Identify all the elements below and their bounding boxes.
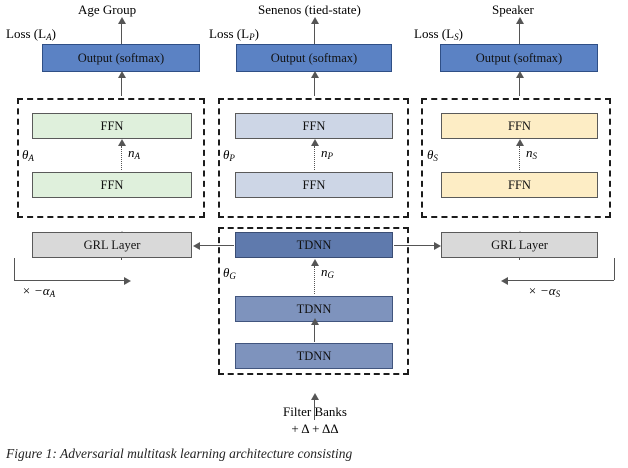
label-speaker: Speaker <box>492 2 534 17</box>
age-n-subscript: A <box>134 151 141 161</box>
encoder-n-subscript: G <box>327 270 335 280</box>
loss-age-subscript: A <box>46 32 52 42</box>
arrow-age-ffn-to-output <box>117 71 126 96</box>
speaker-output-softmax-box: Output (softmax) <box>440 44 598 72</box>
speaker-alpha-path-vertical <box>614 258 615 280</box>
encoder-theta-label: θG <box>223 265 236 281</box>
age-theta-subscript: A <box>28 153 34 163</box>
tdnn-top-box: TDNN <box>235 232 393 258</box>
loss-speaker-close: ) <box>458 26 463 41</box>
encoder-theta-symbol: θ <box>223 265 230 280</box>
tdnn-bottom-box: TDNN <box>235 343 393 369</box>
speaker-alpha-path-arrow <box>501 276 614 285</box>
speaker-theta-symbol: θ <box>427 147 434 162</box>
age-alpha-symbol: × −α <box>22 283 50 298</box>
phone-output-softmax-box: Output (softmax) <box>236 44 392 72</box>
loss-age-text: Loss (L <box>6 26 47 41</box>
input-deltas-label: + Δ + ΔΔ <box>291 421 339 436</box>
speaker-n-label: nS <box>526 145 537 161</box>
label-senones: Senenos (tied-state) <box>258 2 361 17</box>
encoder-n-symbol: n <box>321 264 328 279</box>
encoder-theta-subscript: G <box>229 271 236 281</box>
phone-branch-dashed-frame <box>218 98 409 218</box>
encoder-n-label: nG <box>321 264 334 280</box>
loss-phone-close: ) <box>254 26 259 41</box>
age-grl-layer-box: GRL Layer <box>32 232 192 258</box>
age-theta-symbol: θ <box>22 147 29 162</box>
speaker-alpha-subscript: S <box>555 289 561 299</box>
phone-theta-label: θP <box>223 147 235 163</box>
arrow-tdnn-to-speaker-grl <box>394 241 441 250</box>
arrow-tdnn-bottom-to-mid <box>310 318 319 342</box>
age-ffn-top-box: FFN <box>32 113 192 139</box>
age-alpha-path-vertical <box>14 258 15 280</box>
speaker-alpha-label: × −αS <box>528 283 560 299</box>
arrow-age-output-to-label <box>117 17 126 44</box>
age-n-label: nA <box>128 145 140 161</box>
speaker-theta-subscript: S <box>433 153 438 163</box>
age-alpha-subscript: A <box>49 289 56 299</box>
input-filter-banks-label: Filter Banks <box>283 404 347 419</box>
arrow-tdnn-mid-to-top-dotted <box>311 259 319 294</box>
encoder-dashed-frame <box>218 227 409 375</box>
label-loss-speaker: Loss (LS) <box>414 26 463 42</box>
phone-ffn-top-box: FFN <box>235 113 393 139</box>
label-loss-age: Loss (LA) <box>6 26 56 42</box>
label-age-group: Age Group <box>78 2 137 17</box>
age-theta-label: θA <box>22 147 34 163</box>
arrow-speaker-ffn-to-output <box>515 71 524 96</box>
phone-n-subscript: P <box>327 151 334 161</box>
loss-speaker-subscript: S <box>454 32 459 42</box>
arrow-phone-ffn-to-output <box>310 71 319 96</box>
arrow-input-to-tdnn <box>310 393 319 420</box>
label-loss-phone: Loss (LP) <box>209 26 259 42</box>
loss-phone-subscript: P <box>249 32 255 42</box>
phone-ffn-bottom-box: FFN <box>235 172 393 198</box>
speaker-grl-layer-box: GRL Layer <box>441 232 598 258</box>
arrow-speaker-output-to-label <box>515 17 524 44</box>
age-branch-dashed-frame <box>17 98 205 218</box>
phone-theta-subscript: P <box>229 153 235 163</box>
speaker-ffn-bottom-box: FFN <box>441 172 598 198</box>
phone-n-label: nP <box>321 145 333 161</box>
age-n-symbol: n <box>128 145 135 160</box>
speaker-ffn-top-box: FFN <box>441 113 598 139</box>
arrow-phone-output-to-label <box>310 17 319 44</box>
speaker-theta-label: θS <box>427 147 438 163</box>
loss-speaker-text: Loss (L <box>414 26 455 41</box>
arrow-speaker-ffn-stack-dotted <box>516 139 524 170</box>
phone-theta-symbol: θ <box>223 147 230 162</box>
age-ffn-bottom-box: FFN <box>32 172 192 198</box>
speaker-alpha-symbol: × −α <box>528 283 556 298</box>
age-alpha-path-arrow <box>14 276 131 285</box>
arrow-phone-ffn-stack-dotted <box>311 139 319 170</box>
figure-caption: Figure 1: Adversarial multitask learning… <box>6 446 353 461</box>
speaker-branch-dashed-frame <box>421 98 611 218</box>
phone-n-symbol: n <box>321 145 328 160</box>
loss-phone-text: Loss (L <box>209 26 250 41</box>
age-alpha-label: × −αA <box>22 283 55 299</box>
speaker-n-subscript: S <box>532 151 538 161</box>
loss-age-close: ) <box>51 26 56 41</box>
age-output-softmax-box: Output (softmax) <box>42 44 200 72</box>
speaker-n-symbol: n <box>526 145 533 160</box>
arrow-age-ffn-stack-dotted <box>118 139 126 170</box>
arrow-tdnn-to-age-grl <box>193 241 234 250</box>
